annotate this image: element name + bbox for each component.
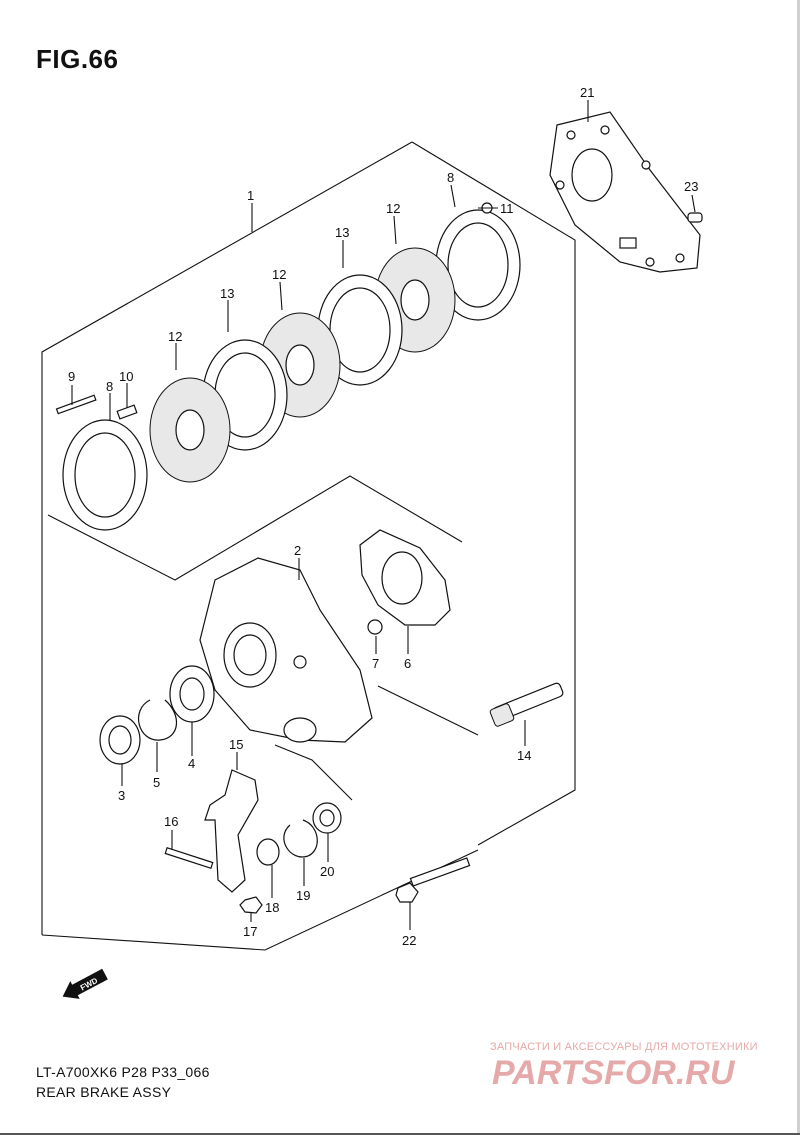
callout-numbers: 1 2 3 4 5 6 7 8 8 9 10 11 12 12 12 13 13… (68, 85, 698, 948)
callout-13-lower: 13 (220, 286, 234, 301)
part-21-gasket (549, 111, 701, 273)
callout-6: 6 (404, 656, 411, 671)
callout-8-upper: 8 (447, 170, 454, 185)
part-2-brake-case (199, 557, 373, 743)
part-8-plate-lower (62, 419, 148, 531)
callout-16: 16 (164, 814, 178, 829)
assembly-name: REAR BRAKE ASSY (36, 1084, 172, 1100)
callout-20: 20 (320, 864, 334, 879)
callout-2: 2 (294, 543, 301, 558)
callout-9: 9 (68, 369, 75, 384)
callout-3: 3 (118, 788, 125, 803)
part-19-circlip (283, 819, 318, 858)
callout-14: 14 (517, 748, 531, 763)
callout-19: 19 (296, 888, 310, 903)
part-14-shaft (489, 682, 564, 727)
part-5-circlip (138, 699, 178, 741)
part-7-ball (367, 619, 383, 635)
part-20-seal (312, 802, 342, 834)
callout-8-lower: 8 (106, 379, 113, 394)
part-10-spring (116, 404, 138, 420)
callout-23: 23 (684, 179, 698, 194)
part-8-plate-upper (435, 209, 521, 321)
callout-18: 18 (265, 900, 279, 915)
callout-13-upper: 13 (335, 225, 349, 240)
part-12-disc-lower (149, 377, 231, 483)
part-3-oil-seal (99, 715, 141, 765)
bottom-border (0, 1133, 800, 1135)
part-22-bolt (395, 857, 471, 903)
part-17-nut (239, 896, 263, 914)
fwd-direction-arrow: FWD (62, 968, 108, 999)
callout-15: 15 (229, 737, 243, 752)
callout-21: 21 (580, 85, 594, 100)
right-border (797, 0, 800, 1135)
part-15-cable-guide (204, 769, 259, 893)
part-4-bearing (169, 665, 215, 723)
callout-11: 11 (500, 201, 514, 216)
callout-17: 17 (243, 924, 257, 939)
part-16-bolt (164, 846, 214, 870)
callout-10: 10 (119, 369, 133, 384)
callout-12-middle: 12 (272, 267, 286, 282)
watermark-caption: ЗАПЧАСТИ И АКСЕССУАРЫ ДЛЯ МОТОТЕХНИКИ (490, 1041, 758, 1053)
watermark-logo: PARTSFOR.RU (492, 1054, 736, 1092)
callout-7: 7 (372, 656, 379, 671)
model-code: LT-A700XK6 P28 P33_066 (36, 1064, 210, 1080)
callout-22: 22 (402, 933, 416, 948)
callout-12-lower: 12 (168, 329, 182, 344)
figure-title: FIG.66 (36, 44, 119, 74)
callout-12-upper: 12 (386, 201, 400, 216)
callout-5: 5 (153, 775, 160, 790)
part-6-plate (359, 529, 451, 626)
leader-lines (71, 100, 696, 930)
watermark-logo-text: PARTSFOR.RU (492, 1054, 736, 1092)
callout-1: 1 (247, 188, 254, 203)
part-18-washer (256, 838, 280, 866)
part-23-dowel-pin (687, 212, 703, 223)
callout-4: 4 (188, 756, 195, 771)
part-9-pin (55, 394, 97, 415)
assembly-outline (41, 141, 576, 951)
